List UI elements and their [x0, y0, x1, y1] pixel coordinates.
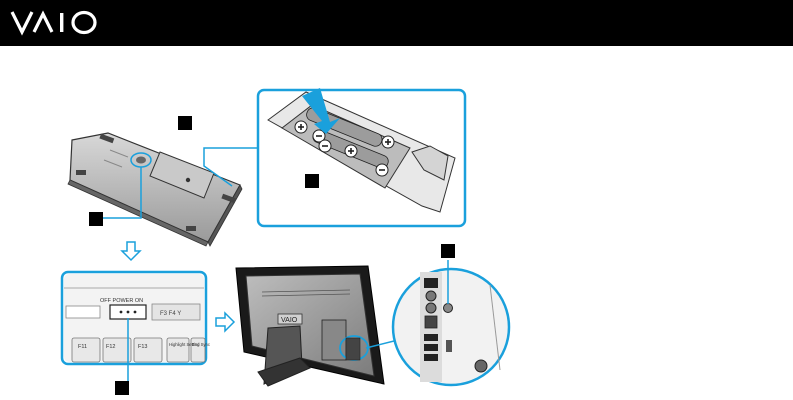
key-f11: F11 — [78, 344, 87, 350]
keyboard-underside — [67, 132, 243, 247]
svg-text:F3 F4 Y: F3 F4 Y — [160, 311, 181, 317]
battery-compartment-detail — [256, 88, 467, 228]
callout-marker-connect-button — [441, 244, 455, 258]
callout-marker-switch-detail — [115, 381, 129, 395]
callout-marker-batteries — [305, 174, 319, 188]
callout-marker-power-switch — [89, 212, 103, 226]
power-switch-label: OFF POWER ON — [100, 298, 143, 304]
connect-button[interactable] — [443, 303, 453, 313]
callout-marker-battery-cover — [178, 116, 192, 130]
header-bar — [0, 0, 793, 46]
key-highlight: Highlight Setting — [169, 342, 200, 347]
key-f13: F13 — [138, 344, 147, 350]
keyboard-top-detail: OFF POWER ON F3 F4 Y F11 F12 F13 Highlig… — [60, 270, 210, 366]
key-end: End Sync — [192, 342, 210, 347]
down-arrow-icon — [120, 241, 142, 262]
port-detail-circle — [391, 260, 511, 387]
computer-badge: VAIO — [281, 317, 298, 324]
right-arrow-icon — [215, 311, 236, 333]
vaio-logo — [10, 10, 97, 36]
key-f12: F12 — [106, 344, 115, 350]
computer-back: VAIO — [235, 265, 385, 387]
battery-and-power-switch-illustration: OFF POWER ON F3 F4 Y F11 F12 F13 Highlig… — [60, 88, 511, 395]
